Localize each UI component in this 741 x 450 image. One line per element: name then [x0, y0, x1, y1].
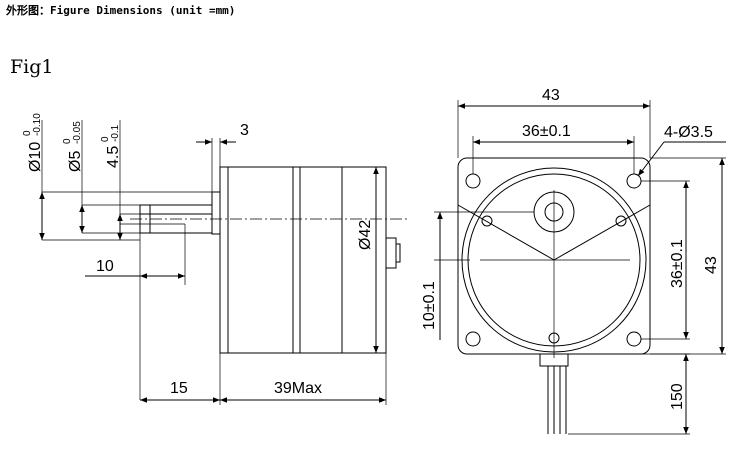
mount-hole — [626, 173, 642, 189]
front-view: 43 36±0.1 4-Ø3.5 36±0.1 43 10±0.1 — [421, 87, 726, 435]
mount-hole — [626, 331, 642, 347]
motor-body — [219, 166, 387, 354]
width-label: 43 — [542, 87, 560, 104]
lead-length-label: 150 — [669, 383, 686, 410]
hole-pitch-h-label: 36±0.1 — [522, 123, 571, 140]
body-dia-label: Ø42 — [357, 220, 374, 250]
svg-text:0: 0 — [22, 130, 33, 136]
mount-hole — [465, 173, 481, 189]
svg-text:150: 150 — [669, 383, 686, 410]
hole-pitch-v-label: 36±0.1 — [669, 239, 686, 288]
boss-length-label: 3 — [240, 122, 249, 139]
svg-text:43: 43 — [703, 256, 720, 274]
center-offset-label: 10±0.1 — [421, 281, 438, 330]
flat-length-label: 10 — [96, 258, 114, 275]
svg-text:4.5: 4.5 — [105, 146, 122, 168]
svg-text:0: 0 — [62, 138, 73, 144]
inner-screw — [615, 215, 627, 227]
svg-text:36±0.1: 36±0.1 — [669, 239, 686, 288]
svg-text:-0.05: -0.05 — [72, 121, 83, 144]
boss — [211, 191, 221, 235]
holes-label: 4-Ø3.5 — [664, 124, 713, 141]
figure-label: Fig1 — [10, 56, 54, 78]
svg-text:Ø42: Ø42 — [357, 220, 374, 250]
svg-text:10±0.1: 10±0.1 — [421, 281, 438, 330]
inner-screw — [481, 215, 493, 227]
height-label: 43 — [703, 256, 720, 274]
svg-text:Ø5: Ø5 — [67, 151, 84, 172]
dia-flat-label: Ø5 0 -0.05 — [62, 121, 84, 172]
svg-text:0: 0 — [100, 136, 111, 142]
side-view: Ø10 0 -0.10 Ø5 0 -0.05 4.5 0 -0.1 3 10 Ø — [22, 113, 410, 405]
shaft-length-label: 15 — [170, 380, 188, 397]
header-title: 外形图：Figure Dimensions (unit =mm) — [6, 4, 236, 17]
svg-text:-0.1: -0.1 — [110, 124, 121, 142]
rear-cap — [385, 237, 397, 269]
svg-text:Ø10: Ø10 — [27, 142, 44, 172]
svg-text:-0.10: -0.10 — [32, 113, 43, 136]
dia-shaft-label: Ø10 0 -0.10 — [22, 113, 44, 172]
body-length-label: 39Max — [274, 380, 322, 397]
mount-hole — [465, 331, 481, 347]
flat-width-label: 4.5 0 -0.1 — [100, 124, 122, 168]
